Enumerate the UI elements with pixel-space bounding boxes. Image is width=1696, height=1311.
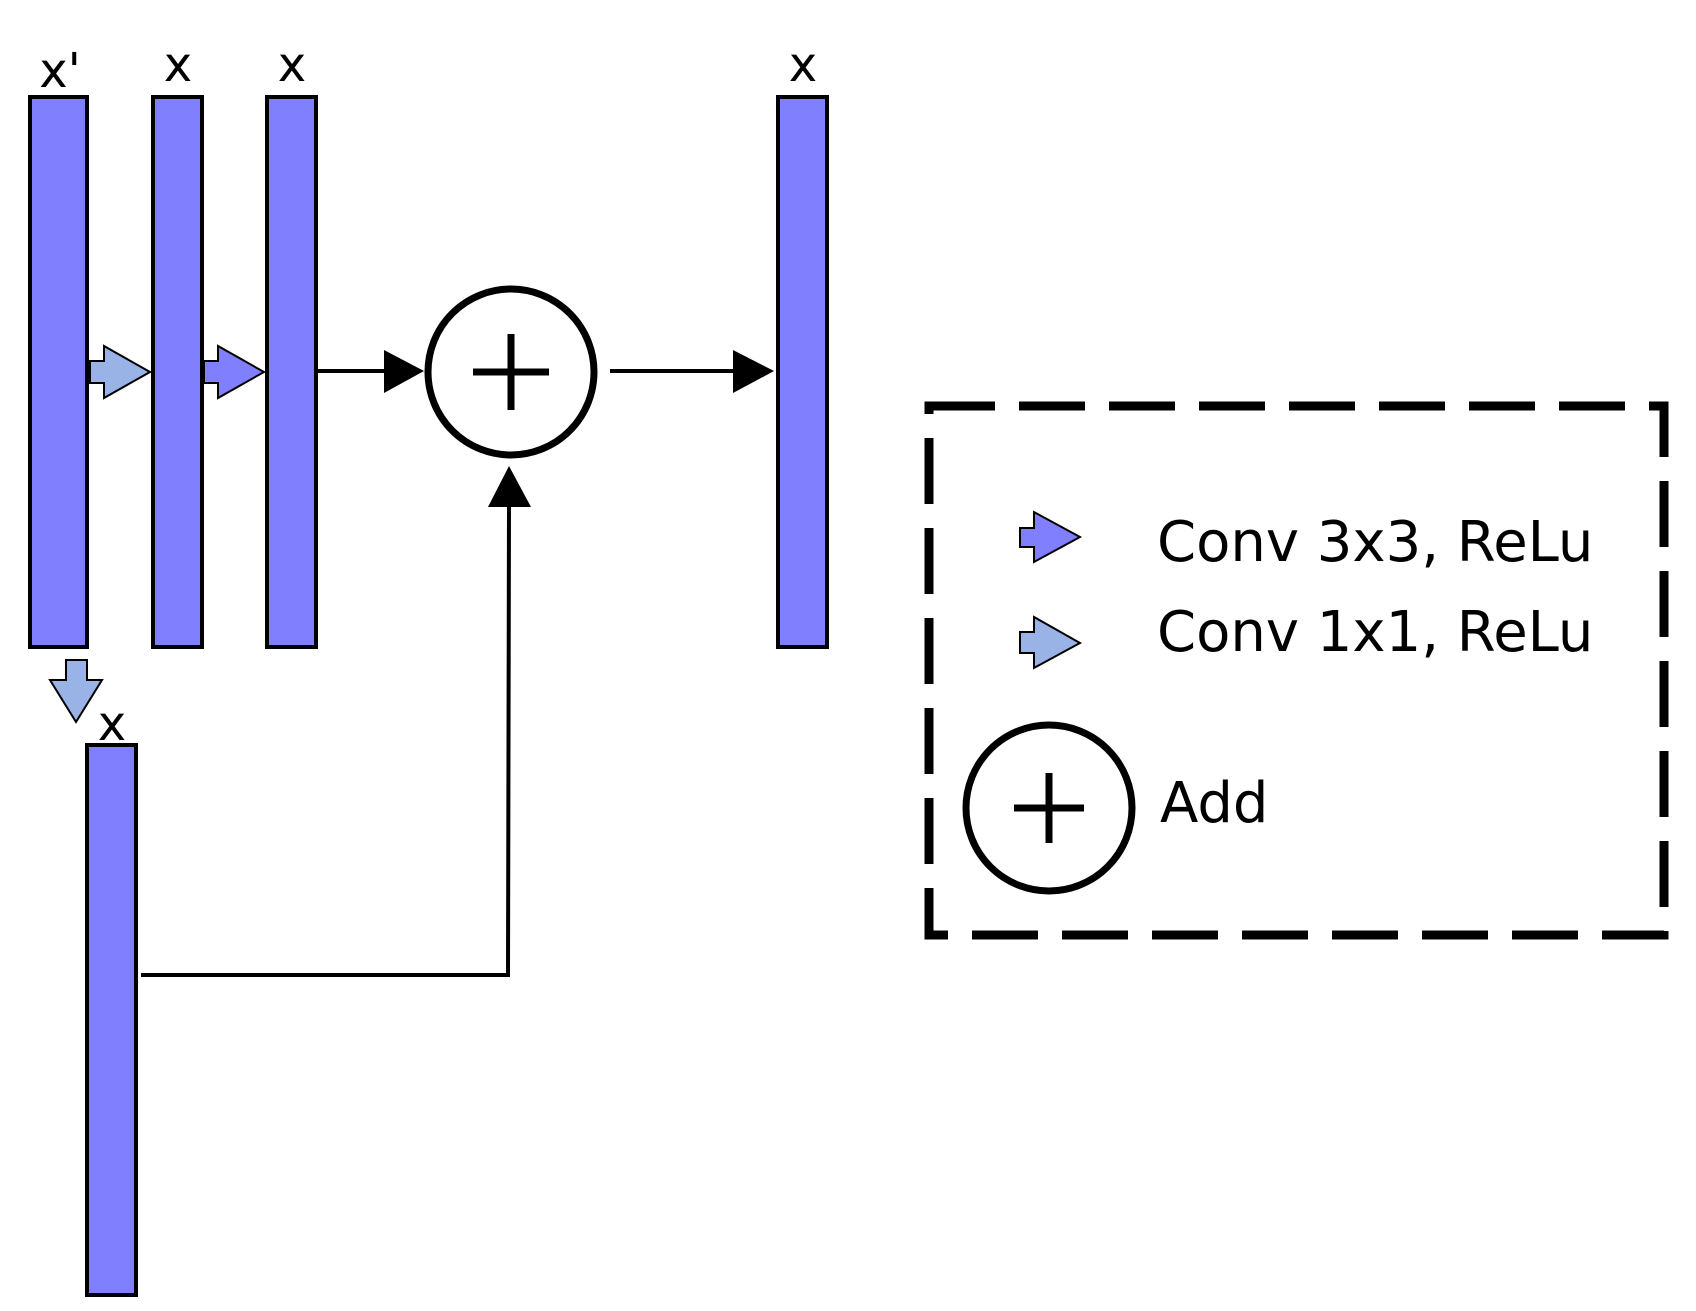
legend-frame [924,401,1669,940]
shortcut-layer-label: x [98,696,126,752]
conv-1x1-down-arrow-icon [48,659,104,724]
input-layer-bar [28,95,89,649]
legend-conv-3x3-label: Conv 3x3, ReLu [1157,510,1593,575]
conv-3x3-arrow-icon [203,344,267,400]
skip-connection-arrowhead [488,466,531,507]
legend: Conv 3x3, ReLu Conv 1x1, ReLu Add [924,401,1669,940]
add-icon [424,285,598,459]
conv-b-layer-label: x [278,37,306,93]
output-layer-bar [776,95,829,649]
skip-connection-line [141,504,511,977]
conv-a-layer-label: x [164,37,192,93]
output-layer-label: x [789,37,817,93]
legend-conv-1x1-arrow-icon [1019,615,1083,670]
legend-conv-1x1-label: Conv 1x1, ReLu [1157,600,1593,665]
conv-1x1-arrow-icon [89,344,153,400]
add-to-output-arrowhead [733,350,774,393]
legend-add-label: Add [1160,771,1268,836]
conv-to-add-arrowhead [384,350,424,393]
conv-a-layer-bar [151,95,204,649]
legend-add-icon [962,721,1136,895]
shortcut-layer-bar [85,743,138,1297]
input-layer-label: x' [39,43,81,99]
legend-conv-3x3-arrow-icon [1019,510,1083,564]
conv-b-layer-bar [265,95,318,649]
